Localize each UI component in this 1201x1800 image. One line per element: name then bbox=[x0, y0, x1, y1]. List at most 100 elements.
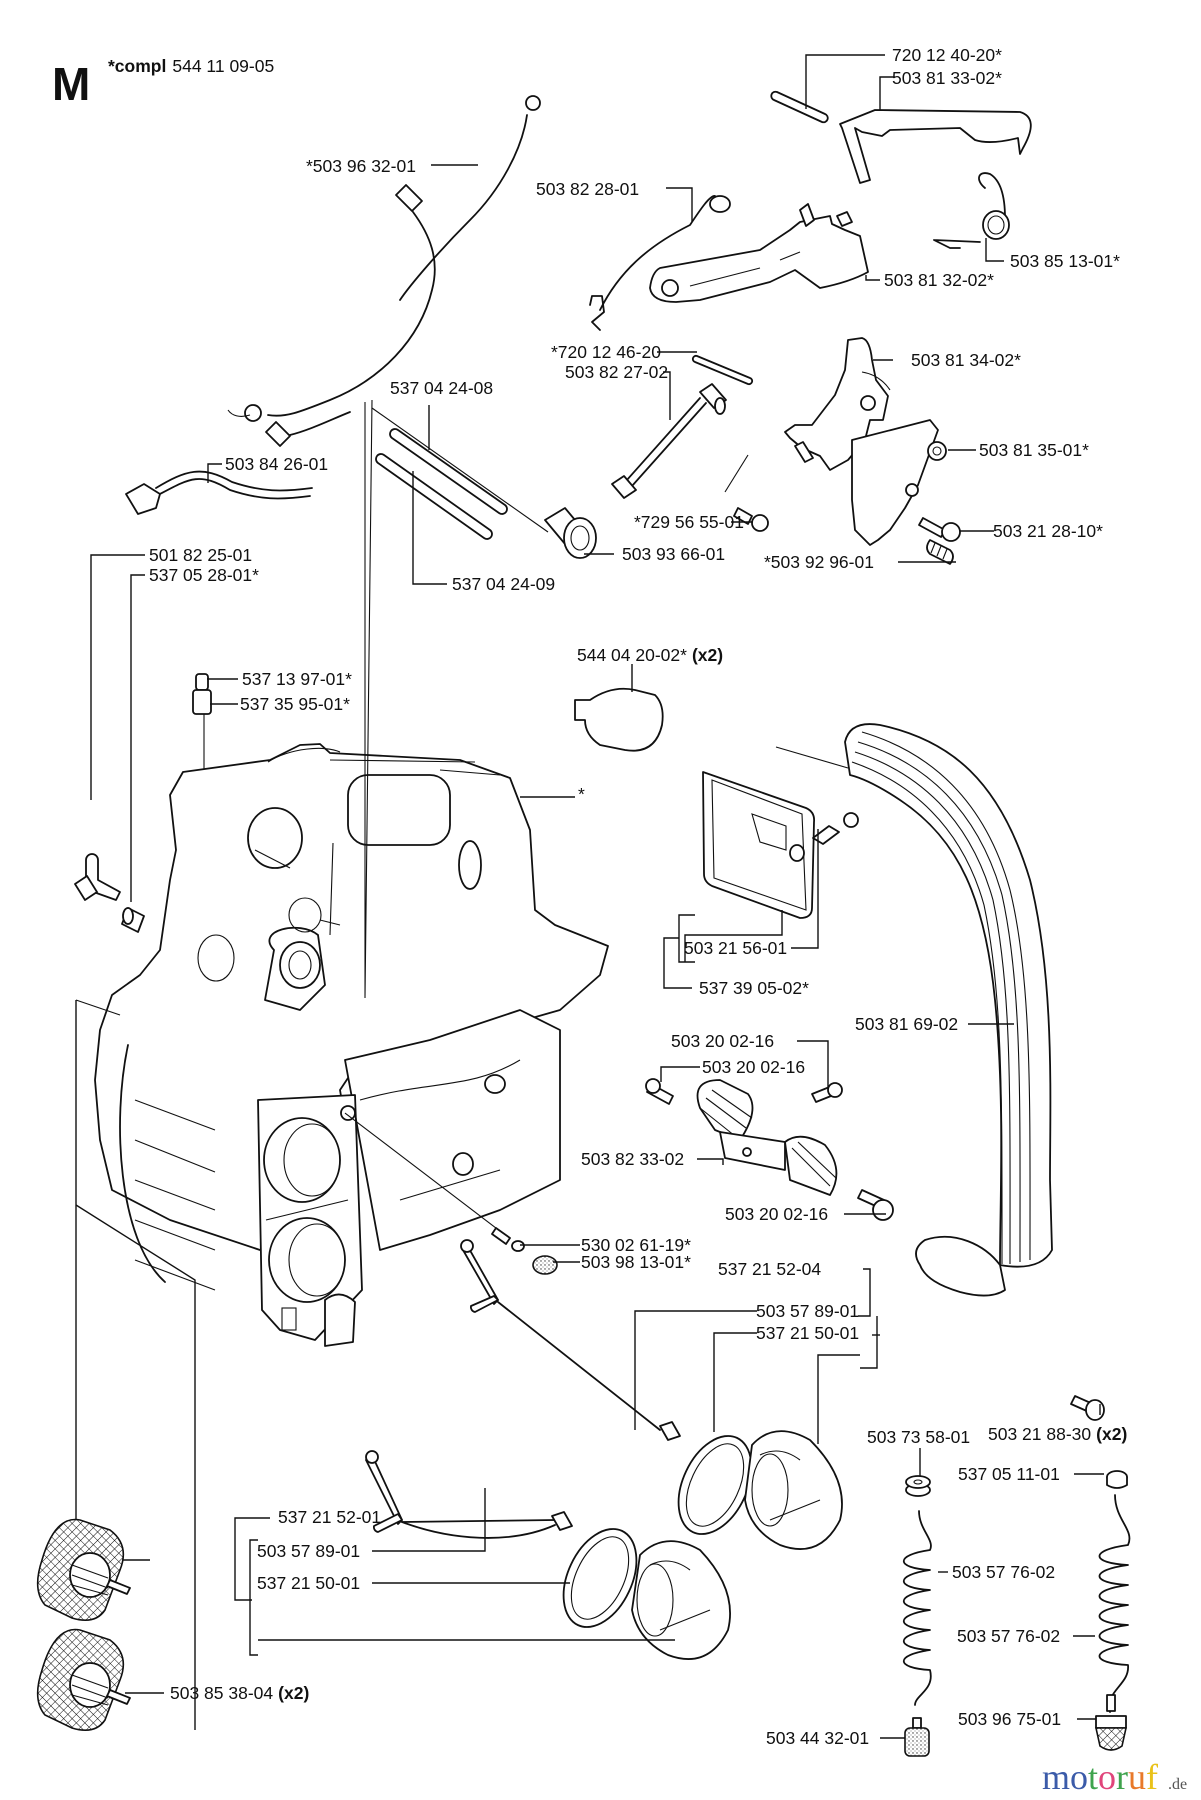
part-grommet-small[interactable] bbox=[905, 1475, 931, 1497]
part-rubber-buffer[interactable] bbox=[926, 539, 954, 565]
leader-line bbox=[797, 1040, 829, 1088]
part-label[interactable]: 537 35 95-01* bbox=[240, 694, 350, 714]
part-label[interactable]: 537 13 97-01* bbox=[242, 669, 352, 689]
part-label[interactable]: * bbox=[578, 784, 585, 804]
part-cap-seal-lower[interactable] bbox=[549, 1517, 651, 1638]
part-filter-screw[interactable] bbox=[812, 812, 859, 845]
part-label[interactable]: 503 84 26-01 bbox=[225, 454, 328, 474]
wm-letter: o bbox=[1070, 1757, 1088, 1797]
part-ignition-cable[interactable] bbox=[125, 470, 313, 515]
part-label[interactable]: *503 96 32-01 bbox=[306, 156, 416, 176]
part-oil-pickup-upper[interactable] bbox=[460, 1239, 681, 1441]
part-label[interactable]: 537 04 24-08 bbox=[390, 378, 493, 398]
part-throttle-rod[interactable] bbox=[589, 195, 731, 331]
part-fuel-tank-housing[interactable] bbox=[94, 743, 609, 1347]
part-label[interactable]: 503 57 76-02 bbox=[957, 1626, 1060, 1646]
part-pin-top[interactable] bbox=[770, 90, 829, 124]
wm-letter: u bbox=[1128, 1757, 1146, 1797]
part-vent-valve[interactable] bbox=[192, 673, 212, 715]
part-fuel-cap-lower[interactable] bbox=[631, 1540, 731, 1660]
part-fuel-filter[interactable] bbox=[1095, 1694, 1127, 1751]
part-label[interactable]: 537 21 52-04 bbox=[718, 1259, 821, 1279]
part-grommet-fitting[interactable] bbox=[121, 907, 145, 933]
part-label[interactable]: 503 21 56-01 bbox=[684, 938, 787, 958]
part-label[interactable]: 503 20 02-16 bbox=[671, 1031, 774, 1051]
part-label[interactable]: 503 81 35-01* bbox=[979, 440, 1089, 460]
part-screw-plate[interactable] bbox=[918, 517, 961, 542]
part-fuel-hose[interactable] bbox=[389, 428, 508, 515]
part-label[interactable]: *729 56 55-01 bbox=[634, 512, 744, 532]
part-coil-hose-right[interactable] bbox=[1098, 1494, 1131, 1713]
part-impulse-hose[interactable] bbox=[375, 453, 493, 540]
leader-line bbox=[666, 187, 693, 222]
watermark-text: motoruf bbox=[1042, 1757, 1158, 1797]
quantity: (x2) bbox=[1096, 1424, 1127, 1444]
part-torsion-spring[interactable] bbox=[933, 172, 1010, 249]
part-label[interactable]: 720 12 40-20* bbox=[892, 45, 1002, 65]
part-hose-clip[interactable] bbox=[1106, 1470, 1128, 1489]
part-hose-nipple[interactable] bbox=[544, 507, 597, 559]
part-label[interactable]: 503 82 28-01 bbox=[536, 179, 639, 199]
part-label[interactable]: 503 20 02-16 bbox=[725, 1204, 828, 1224]
part-handle-spacer[interactable] bbox=[645, 1078, 894, 1221]
part-label[interactable]: 501 82 25-01 bbox=[149, 545, 252, 565]
part-vent-filter[interactable] bbox=[532, 1255, 558, 1275]
part-label[interactable]: 503 73 58-01 bbox=[867, 1427, 970, 1447]
part-label[interactable]: 503 98 13-01* bbox=[581, 1252, 691, 1272]
part-damper-cap[interactable] bbox=[574, 687, 664, 752]
part-label[interactable]: 503 82 33-02 bbox=[581, 1149, 684, 1169]
part-screw-small[interactable] bbox=[733, 507, 769, 532]
part-choke-rod[interactable] bbox=[611, 383, 727, 499]
leader-line bbox=[879, 76, 895, 110]
part-elbow-fitting[interactable] bbox=[74, 853, 121, 901]
leader-line bbox=[75, 1204, 196, 1730]
part-vent-nipple[interactable] bbox=[491, 1227, 525, 1252]
part-label[interactable]: *503 92 96-01 bbox=[764, 552, 874, 572]
part-label[interactable]: 503 57 89-01 bbox=[756, 1301, 859, 1321]
watermark-logo: motoruf .de bbox=[1042, 1757, 1187, 1797]
part-label[interactable]: 503 96 75-01 bbox=[958, 1709, 1061, 1729]
part-label[interactable]: 503 21 28-10* bbox=[993, 521, 1103, 541]
part-label[interactable]: 503 81 32-02* bbox=[884, 270, 994, 290]
part-label[interactable]: 503 85 38-04(x2) bbox=[170, 1683, 309, 1703]
part-label[interactable]: 537 21 50-01 bbox=[756, 1323, 859, 1343]
part-label[interactable]: 503 85 13-01* bbox=[1010, 251, 1120, 271]
part-cap-seal-upper[interactable] bbox=[664, 1424, 766, 1545]
part-label[interactable]: 530 02 61-19* bbox=[581, 1235, 691, 1255]
part-throttle-lockout[interactable] bbox=[839, 109, 1032, 184]
part-label[interactable]: 503 81 34-02* bbox=[911, 350, 1021, 370]
part-coil-hose-left[interactable] bbox=[902, 1510, 932, 1706]
part-label[interactable]: 503 20 02-16 bbox=[702, 1057, 805, 1077]
part-label[interactable]: 544 04 20-02*(x2) bbox=[577, 645, 723, 665]
part-label[interactable]: 537 05 28-01* bbox=[149, 565, 259, 585]
part-label[interactable]: 537 05 11-01 bbox=[958, 1464, 1060, 1484]
part-oil-filter[interactable] bbox=[904, 1717, 930, 1757]
part-label[interactable]: 503 81 69-02 bbox=[855, 1014, 958, 1034]
part-av-element-upper[interactable] bbox=[36, 1518, 131, 1621]
part-label[interactable]: 503 57 76-02 bbox=[952, 1562, 1055, 1582]
part-label[interactable]: 503 82 27-02 bbox=[565, 362, 668, 382]
part-label[interactable]: 537 21 52-01 bbox=[278, 1507, 381, 1527]
part-label[interactable]: 537 39 05-02* bbox=[699, 978, 809, 998]
part-label[interactable]: 503 44 32-01 bbox=[766, 1728, 869, 1748]
leader-line bbox=[805, 54, 885, 109]
part-throttle-trigger[interactable] bbox=[649, 203, 869, 303]
part-front-handle[interactable] bbox=[844, 723, 1105, 1421]
leader-line bbox=[249, 1539, 258, 1656]
part-fuel-cap-upper[interactable] bbox=[744, 1430, 843, 1550]
part-filter-seal[interactable] bbox=[702, 771, 815, 919]
part-pin-middle[interactable] bbox=[691, 354, 754, 386]
part-label[interactable]: 537 21 50-01 bbox=[257, 1573, 360, 1593]
part-label[interactable]: 537 04 24-09 bbox=[452, 574, 555, 594]
part-label[interactable]: *720 12 46-20 bbox=[551, 342, 661, 362]
part-stop-plate[interactable] bbox=[851, 419, 947, 546]
part-av-element-lower[interactable] bbox=[36, 1628, 131, 1731]
part-number: 503 85 38-04 bbox=[170, 1683, 273, 1703]
part-label[interactable]: 503 93 66-01 bbox=[622, 544, 725, 564]
part-label[interactable]: 503 81 33-02* bbox=[892, 68, 1002, 88]
part-oil-pickup-lower[interactable] bbox=[365, 1450, 573, 1539]
part-wire-harness[interactable] bbox=[227, 95, 541, 447]
part-label[interactable]: 503 21 88-30(x2) bbox=[988, 1424, 1127, 1444]
part-label[interactable]: 503 57 89-01 bbox=[257, 1541, 360, 1561]
